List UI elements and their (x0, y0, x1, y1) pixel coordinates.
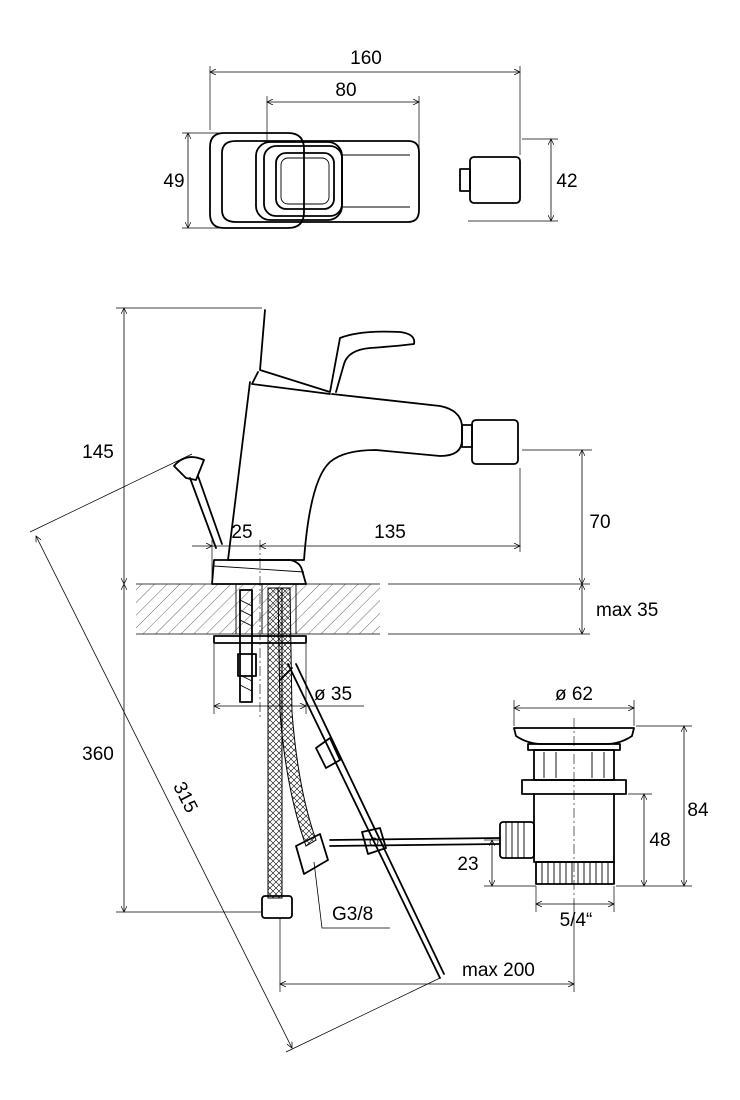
countertop (136, 584, 380, 634)
top-view-nozzle (469, 156, 521, 204)
waste-assembly: ø 62 84 48 23 5/4“ (457, 684, 709, 931)
label-80: 80 (335, 80, 356, 101)
hose-nut-left (261, 895, 293, 919)
label-23: 23 (457, 854, 478, 875)
lever-handle (259, 309, 416, 393)
leader-g38 (313, 861, 390, 929)
pop-up-rod (189, 475, 223, 549)
label-360: 360 (82, 744, 114, 765)
label-25: 25 (231, 522, 252, 543)
cross-rod (329, 837, 501, 847)
top-view-handle-cap-inset (280, 157, 330, 205)
waste-side-port (499, 821, 535, 859)
top-view-nozzle-neck (459, 168, 471, 192)
label-48: 48 (649, 830, 670, 851)
label-thread: 5/4“ (560, 910, 593, 931)
label-49: 49 (163, 171, 184, 192)
waste-thread (535, 861, 615, 885)
dim-line-315 (36, 536, 292, 1048)
cross-rod-clamp (361, 827, 387, 855)
label-160: 160 (350, 48, 382, 69)
label-135: 135 (374, 522, 406, 543)
label-70: 70 (589, 512, 610, 533)
label-dia35: ø 35 (314, 684, 352, 705)
label-max200: max 200 (462, 960, 535, 981)
top-view-body-outline (221, 140, 420, 223)
top-view-body-shade (342, 154, 410, 208)
label-g38: G3/8 (332, 904, 373, 925)
label-84: 84 (687, 800, 709, 821)
pop-up-knob (173, 456, 205, 481)
label-145: 145 (82, 442, 114, 463)
hose-nut-right (295, 833, 329, 875)
label-dia62: ø 62 (555, 684, 593, 705)
pull-rod (287, 663, 445, 979)
label-42: 42 (556, 171, 577, 192)
mixer-base (211, 559, 307, 585)
rod-clip (315, 737, 341, 769)
label-max35: max 35 (596, 600, 658, 621)
top-view: 160 80 49 42 (163, 48, 578, 229)
top-view-handle-inner (263, 145, 343, 217)
side-view: 145 360 70 max 35 25 135 ø 35 315 G3 (29, 308, 658, 1053)
mixer-body (227, 381, 463, 561)
top-view-handle-cap (275, 152, 335, 210)
nozzle (471, 419, 519, 465)
handle-collar (251, 371, 331, 395)
nozzle-neck (461, 424, 473, 448)
